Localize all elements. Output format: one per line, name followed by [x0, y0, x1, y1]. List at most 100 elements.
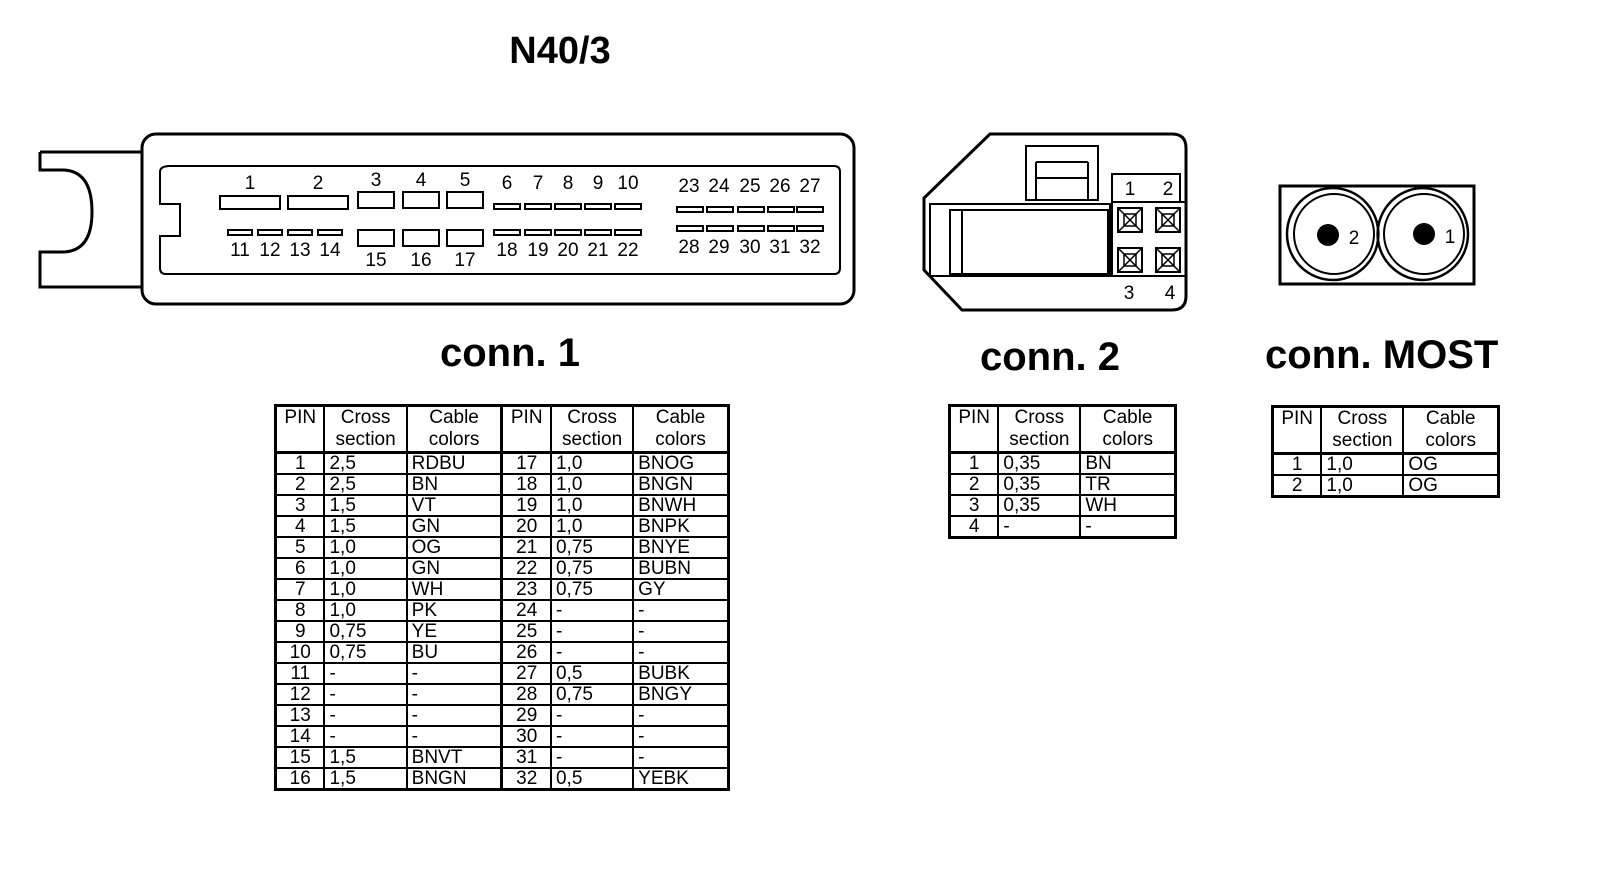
cell-pin: 22 — [500, 557, 552, 580]
pin-number: 2 — [1163, 179, 1174, 200]
pin-number: 4 — [1165, 283, 1176, 304]
cell-cable-color: BN — [405, 473, 503, 496]
header-text: section — [561, 429, 623, 450]
pin-slot — [796, 206, 824, 213]
pin-number: 8 — [563, 173, 574, 194]
cell-cable-color: BNGY — [632, 683, 730, 706]
cell-cable-color: - — [632, 620, 730, 643]
cell-cross-section: - — [323, 662, 408, 685]
header-text: Cable — [429, 407, 479, 428]
cell-cross-section: 1,5 — [323, 515, 408, 538]
conn2-label: conn. 2 — [980, 335, 1121, 379]
cell-cross-section: 0,35 — [997, 451, 1082, 475]
pin-slot — [446, 229, 484, 247]
cell-cross-section: 2,5 — [323, 473, 408, 496]
pin-number: 4 — [416, 170, 427, 191]
pin-slot — [614, 203, 642, 210]
table-row: 4-- — [948, 515, 1177, 539]
pin-slot — [767, 225, 795, 232]
conn2-pin-numbers: 1 2 3 4 — [1124, 179, 1176, 304]
pin-number: 25 — [739, 176, 760, 197]
most-label: conn. MOST — [1265, 333, 1499, 377]
most-housing — [1278, 184, 1476, 286]
pin-number: 1 — [1125, 179, 1136, 200]
pin-number: 20 — [557, 240, 578, 261]
cell-cross-section: 1,0 — [1320, 452, 1405, 476]
cell-cross-section: 0,75 — [549, 557, 635, 580]
pin-number: 6 — [502, 173, 513, 194]
pin-number: 17 — [454, 250, 475, 271]
most-drawing — [1278, 184, 1476, 286]
pin-slot — [706, 206, 734, 213]
pin-slot — [796, 225, 824, 232]
pin-slot-cross — [1117, 207, 1181, 273]
pin-slot — [287, 195, 349, 210]
diagram-title: N40/3 — [509, 30, 611, 72]
header-text: colors — [655, 429, 706, 450]
most-socket-outer — [1376, 186, 1470, 282]
cell-cross-section: 0,75 — [549, 683, 635, 706]
header-text: Cross — [1014, 407, 1065, 428]
pin-number: 31 — [769, 237, 790, 258]
cell-cross-section: 1,0 — [323, 536, 408, 559]
cell-cable-color: BUBN — [632, 557, 730, 580]
header-text: PIN — [1281, 408, 1314, 429]
cell-cable-color: WH — [405, 578, 503, 601]
cell-cable-color: GY — [632, 578, 730, 601]
cell-cross-section: 0,35 — [997, 494, 1082, 517]
pin-slot — [446, 191, 484, 209]
pin-number: 29 — [708, 237, 729, 258]
pin-number: 3 — [371, 170, 382, 191]
pin-slot — [584, 203, 612, 210]
cell-pin: 4 — [948, 515, 1000, 539]
cell-cable-color: PK — [405, 599, 503, 622]
pin-number: 7 — [533, 173, 544, 194]
pin-number: 1 — [245, 173, 256, 194]
cell-cable-color: BU — [405, 641, 503, 664]
cell-cross-section: 1,0 — [549, 494, 635, 517]
cell-pin: 26 — [500, 641, 552, 664]
pin-number: 32 — [799, 237, 820, 258]
pin-slot — [767, 206, 795, 213]
pin-slot — [357, 191, 395, 209]
header-pin: PIN — [274, 404, 326, 454]
cell-cable-color: OG — [1402, 474, 1500, 498]
cell-pin: 20 — [500, 515, 552, 538]
cell-cross-section: - — [549, 704, 635, 727]
pin-slot-core — [1123, 213, 1137, 227]
cell-cable-color: RDBU — [405, 451, 503, 475]
header-pin: PIN — [1271, 405, 1323, 455]
cell-pin: 6 — [274, 557, 326, 580]
header-text: Cross — [340, 407, 391, 428]
header-text: Cross — [567, 407, 617, 428]
pin-number: 11 — [230, 240, 250, 261]
cell-pin: 10 — [274, 641, 326, 664]
cell-cross-section: 1,0 — [549, 451, 635, 475]
pin-number: 30 — [739, 237, 760, 258]
pin-slot-core — [1161, 253, 1175, 267]
most-pin-numbers: 2 1 — [1349, 227, 1456, 249]
most-socket-ring — [1293, 193, 1375, 275]
cell-cross-section: 0,75 — [549, 536, 635, 559]
header-text: colors — [1102, 429, 1154, 450]
pin-slot — [1155, 247, 1181, 273]
header-text: colors — [1425, 430, 1477, 451]
conn2-drawing — [922, 132, 1188, 312]
table-row: 13--29-- — [274, 704, 730, 727]
pin-slot — [524, 203, 552, 210]
cell-cable-color: WH — [1079, 494, 1177, 517]
cell-pin: 4 — [274, 515, 326, 538]
cell-pin: 1 — [1271, 452, 1323, 476]
pin-number: 5 — [460, 170, 471, 191]
cell-cable-color: - — [405, 725, 503, 748]
